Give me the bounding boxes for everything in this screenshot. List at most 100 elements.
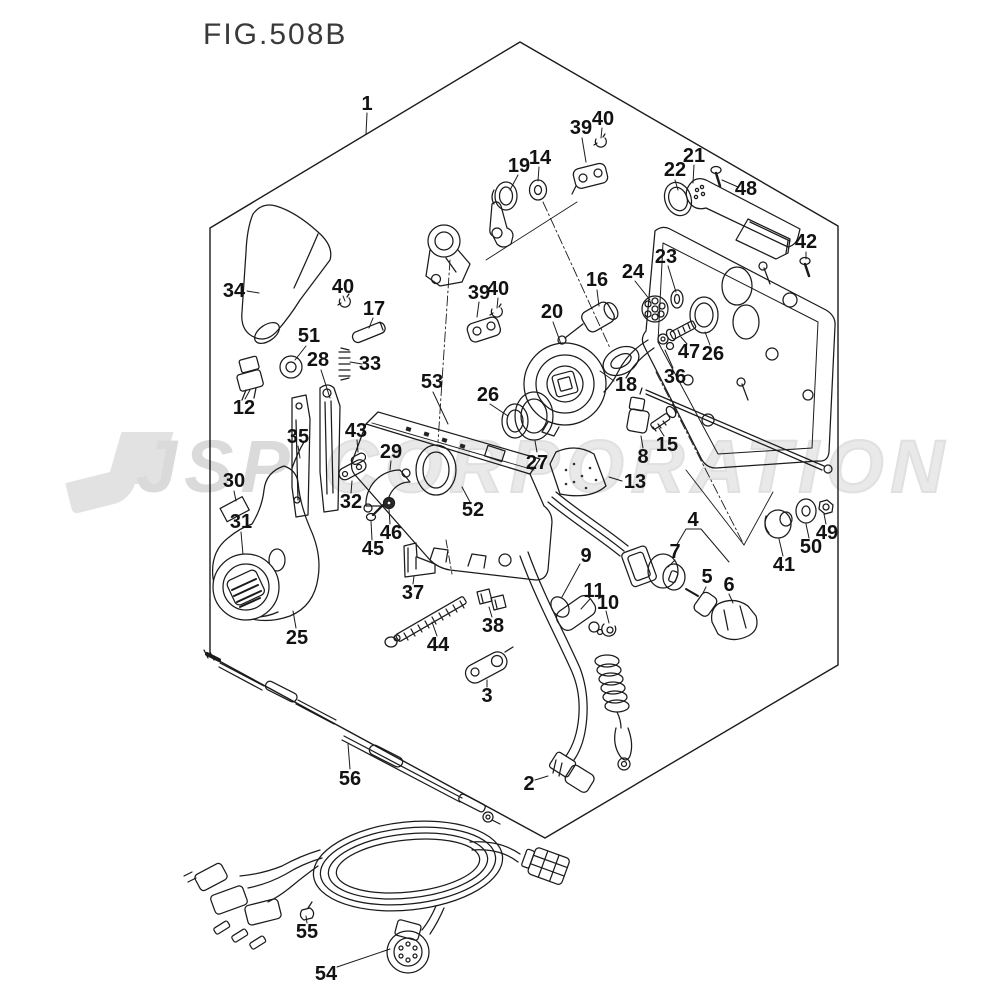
part-label-52: 52	[461, 499, 485, 521]
part-label-25: 25	[285, 627, 309, 649]
part-harness-54	[183, 820, 570, 974]
part-label-42: 42	[794, 231, 818, 253]
part-bracket-37	[403, 542, 436, 578]
part-pin-43	[350, 452, 367, 466]
part-screw-15	[650, 405, 677, 432]
part-label-44: 44	[426, 634, 450, 656]
watermark: JSP CORPORATION	[0, 418, 1000, 538]
part-washer-50	[795, 498, 817, 524]
part-cam-plate-18	[602, 345, 640, 377]
part-label-40: 40	[591, 108, 615, 130]
part-label-17: 17	[362, 298, 386, 320]
part-boot-13	[549, 447, 607, 497]
part-label-30: 30	[222, 470, 246, 492]
part-lever-25	[211, 441, 320, 622]
part-label-40: 40	[486, 278, 510, 300]
part-label-23: 23	[654, 246, 678, 268]
part-label-9: 9	[580, 545, 592, 567]
part-label-7: 7	[669, 541, 681, 563]
assembly-boundary-outline	[209, 41, 839, 839]
part-bracket-39-mid	[466, 316, 502, 343]
watermark-brand: JSP	[136, 425, 297, 508]
part-bolt-47	[665, 320, 697, 342]
part-label-12: 12	[232, 397, 256, 419]
part-bracket-39-top	[571, 162, 609, 195]
part-gear-24	[641, 295, 669, 323]
part-label-49: 49	[815, 522, 839, 544]
part-plate-32	[338, 459, 367, 481]
watermark-text: JSP CORPORATION	[136, 424, 951, 509]
part-strip-35	[291, 394, 311, 518]
part-label-19: 19	[507, 155, 531, 177]
part-strip-28	[319, 384, 341, 513]
part-label-10: 10	[596, 592, 620, 614]
part-label-33: 33	[358, 353, 382, 375]
part-label-20: 20	[540, 301, 564, 323]
part-nut-46	[382, 496, 396, 510]
part-screw-45	[365, 503, 385, 522]
part-lever-small	[489, 201, 514, 248]
part-screw-44	[384, 596, 467, 648]
part-sector-29	[363, 468, 411, 513]
part-cable-2	[519, 491, 629, 793]
figure-title: FIG.508B	[203, 18, 348, 51]
part-label-26: 26	[701, 343, 725, 365]
part-switch-16	[557, 301, 619, 345]
part-label-45: 45	[361, 538, 385, 560]
part-label-5: 5	[701, 566, 713, 588]
part-label-16: 16	[585, 269, 609, 291]
part-screw-48	[710, 165, 722, 188]
part-label-34: 34	[222, 280, 246, 302]
part-label-47: 47	[677, 341, 701, 363]
part-eclip-40-left	[337, 293, 351, 308]
part-label-4: 4	[687, 509, 699, 531]
part-label-56: 56	[338, 768, 362, 790]
part-label-21: 21	[682, 145, 706, 167]
part-rear-plate	[603, 226, 836, 474]
part-keyswitch-7	[621, 545, 686, 591]
part-label-8: 8	[637, 446, 649, 468]
part-spring-33	[338, 347, 351, 381]
part-label-54: 54	[314, 963, 338, 985]
part-bracket-3	[464, 646, 514, 684]
part-switch-8	[626, 387, 650, 434]
part-grommet-41	[764, 509, 793, 539]
part-arm-21	[685, 178, 801, 260]
part-pin-17	[351, 321, 386, 344]
part-label-29: 29	[379, 441, 403, 463]
part-screw-42	[799, 256, 811, 278]
part-ring-27	[514, 391, 554, 441]
part-label-55: 55	[295, 921, 319, 943]
watermark-rest: CORPORATION	[323, 424, 951, 509]
part-label-27: 27	[525, 452, 549, 474]
part-ring-51	[279, 355, 303, 379]
leader-lines	[233, 112, 827, 968]
part-housing-52	[350, 411, 553, 581]
part-label-36: 36	[663, 366, 687, 388]
part-label-3: 3	[481, 685, 493, 707]
part-label-15: 15	[655, 434, 679, 456]
part-label-35: 35	[286, 426, 310, 448]
part-nut-49	[818, 499, 834, 515]
part-label-28: 28	[306, 349, 330, 371]
part-label-46: 46	[379, 522, 403, 544]
part-lanyard-cord	[594, 654, 633, 771]
part-key-5	[685, 588, 718, 617]
part-cable-56	[203, 649, 501, 825]
part-label-1: 1	[361, 93, 373, 115]
part-ring-26-right	[689, 296, 719, 334]
part-pivot-bracket	[425, 224, 471, 287]
part-clamp-12	[236, 355, 264, 401]
part-eclip-40-mid	[489, 303, 503, 318]
part-label-18: 18	[614, 374, 638, 396]
part-label-37: 37	[401, 582, 425, 604]
part-label-41: 41	[772, 554, 796, 576]
part-label-53: 53	[420, 371, 444, 393]
part-strip-30	[219, 496, 250, 523]
part-label-24: 24	[621, 261, 645, 283]
part-label-38: 38	[481, 615, 505, 637]
part-stop-ring-10	[601, 623, 617, 637]
